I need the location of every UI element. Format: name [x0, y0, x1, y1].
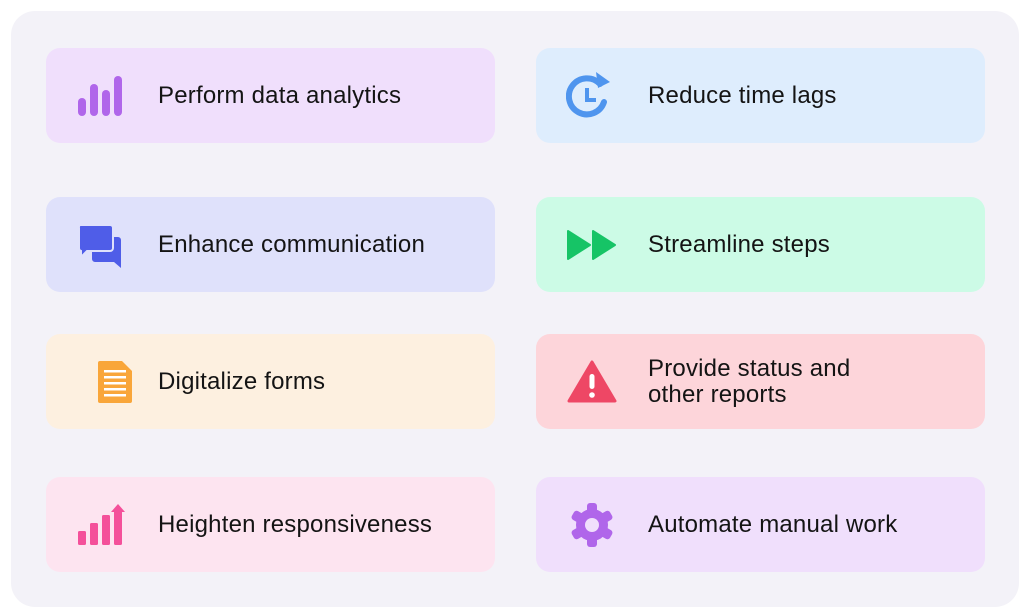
card-label: Streamline steps	[648, 230, 830, 258]
card-heighten-responsiveness[interactable]: Heighten responsiveness	[46, 477, 495, 572]
growth-chart-icon	[76, 501, 128, 549]
card-label-line-1: Provide status and	[648, 355, 851, 382]
card-enhance-communication[interactable]: Enhance communication	[46, 197, 495, 292]
card-label: Perform data analytics	[158, 81, 402, 109]
gear-icon	[566, 501, 618, 549]
clock-refresh-icon	[566, 71, 618, 120]
card-label: Automate manual work	[648, 510, 898, 538]
document-icon	[90, 358, 142, 406]
card-label-line-2: other reports	[648, 381, 787, 408]
card-digitalize-forms[interactable]: Digitalize forms	[46, 334, 495, 429]
card-label: Reduce time lags	[648, 81, 837, 109]
card-provide-status-reports[interactable]: Provide status and other reports	[536, 334, 985, 429]
bar-chart-icon	[76, 72, 128, 120]
card-label: Heighten responsiveness	[158, 510, 433, 538]
card-reduce-time-lags[interactable]: Reduce time lags	[536, 48, 985, 143]
card-automate-manual-work[interactable]: Automate manual work	[536, 477, 985, 572]
card-label: Digitalize forms	[158, 367, 326, 395]
card-perform-data-analytics[interactable]: Perform data analytics	[46, 48, 495, 143]
card-streamline-steps[interactable]: Streamline steps	[536, 197, 985, 292]
card-label: Enhance communication	[158, 230, 426, 258]
warning-icon	[566, 358, 618, 406]
chat-bubbles-icon	[76, 221, 128, 269]
card-label: Provide status and other reports	[648, 356, 850, 408]
fast-forward-icon	[566, 221, 618, 269]
